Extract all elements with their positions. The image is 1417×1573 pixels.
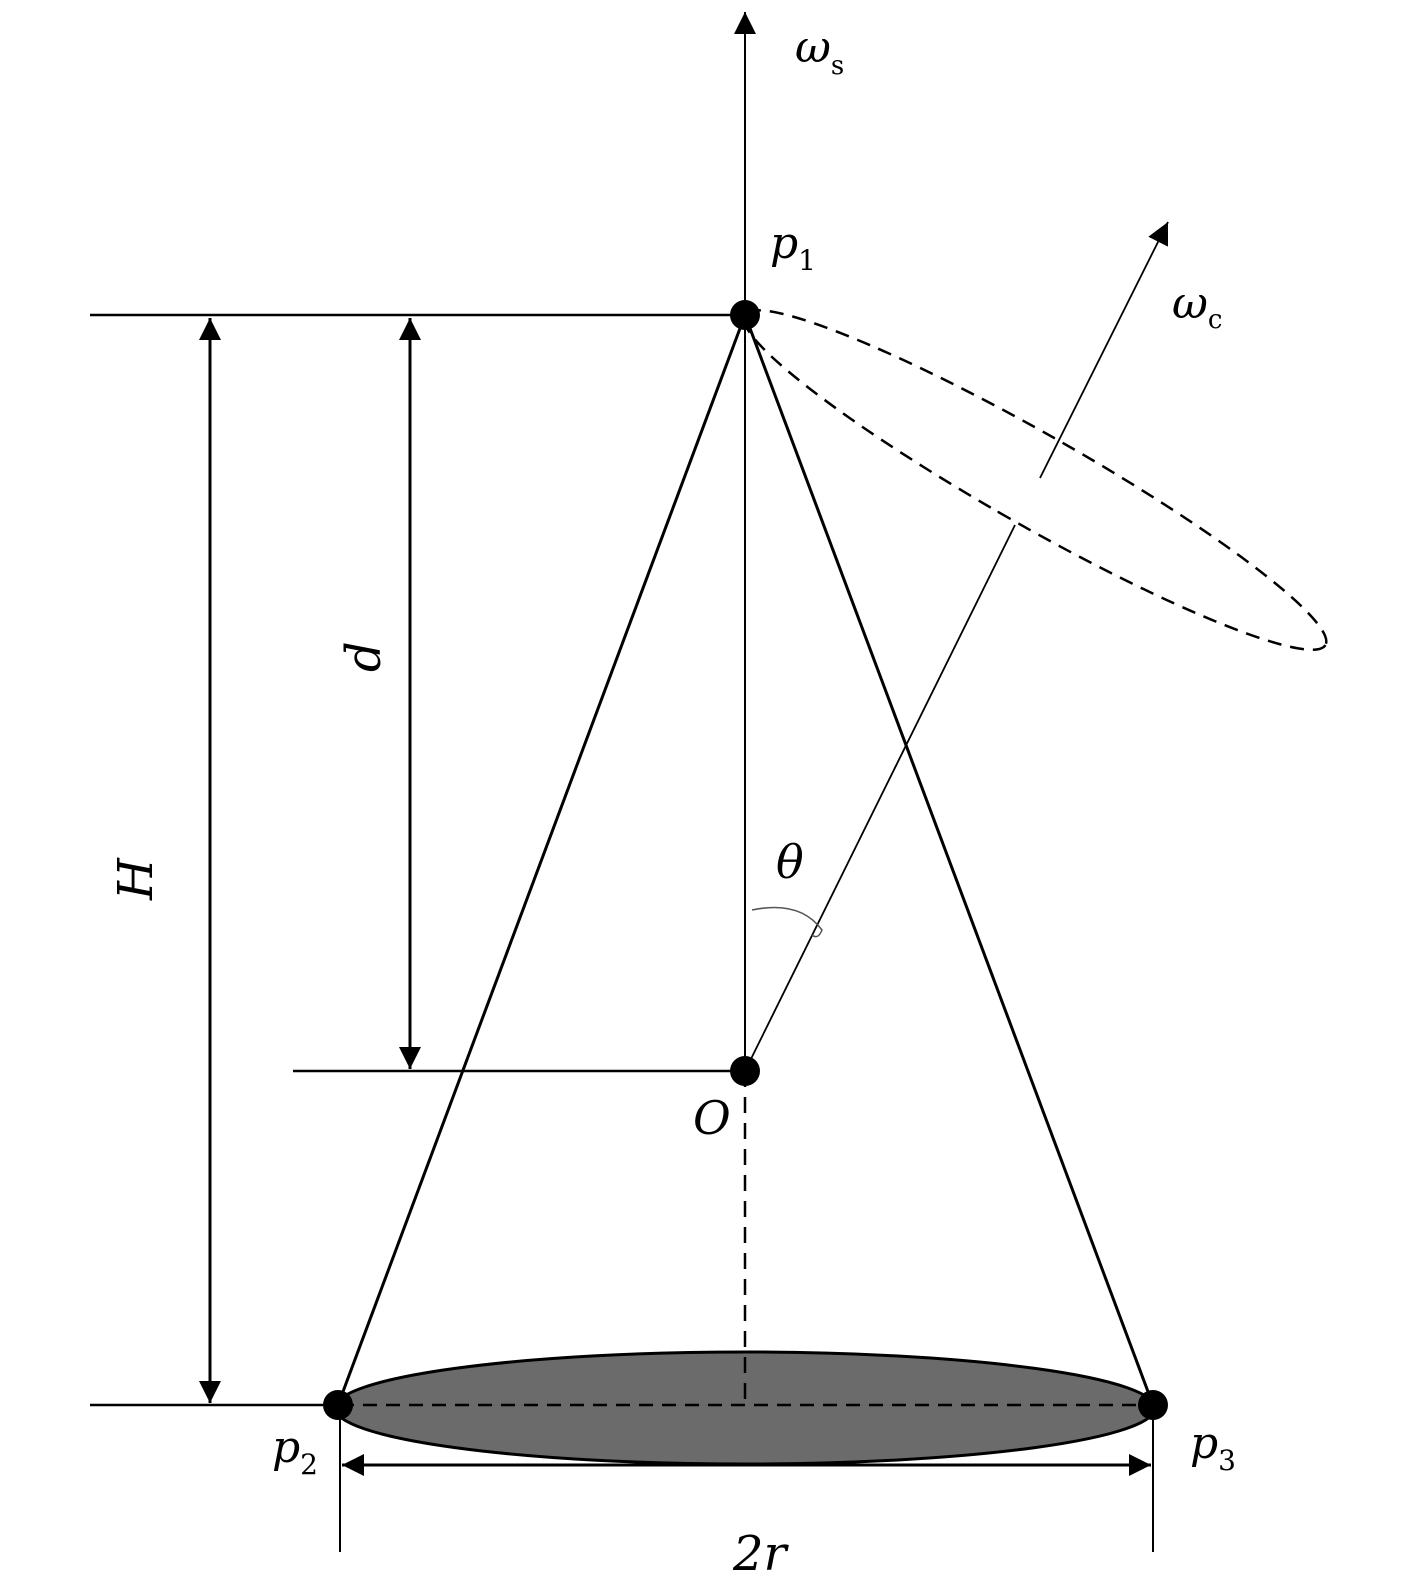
- precession-path: [742, 308, 1328, 652]
- point-origin: [730, 1056, 760, 1086]
- cone-side-right: [743, 314, 1155, 1406]
- label-theta: θ: [776, 835, 804, 889]
- label-origin: O: [693, 1091, 731, 1145]
- cone-side-left: [336, 314, 747, 1406]
- point-p2: [323, 1390, 353, 1420]
- coning-axis: [744, 524, 1016, 1072]
- label-p1: p1: [770, 218, 816, 277]
- label-omega-c: ωc: [1172, 278, 1222, 335]
- label-2r: 2r: [732, 1526, 790, 1573]
- label-omega-s: ωs: [795, 22, 844, 81]
- label-d: d: [336, 641, 392, 672]
- label-p2: p2: [272, 1422, 318, 1481]
- label-p3: p3: [1190, 1418, 1236, 1477]
- point-p3: [1138, 1390, 1168, 1420]
- theta-arc: [751, 906, 823, 938]
- label-H: H: [108, 857, 164, 901]
- point-p1: [730, 300, 760, 330]
- coning-axis-upper: [1039, 221, 1169, 479]
